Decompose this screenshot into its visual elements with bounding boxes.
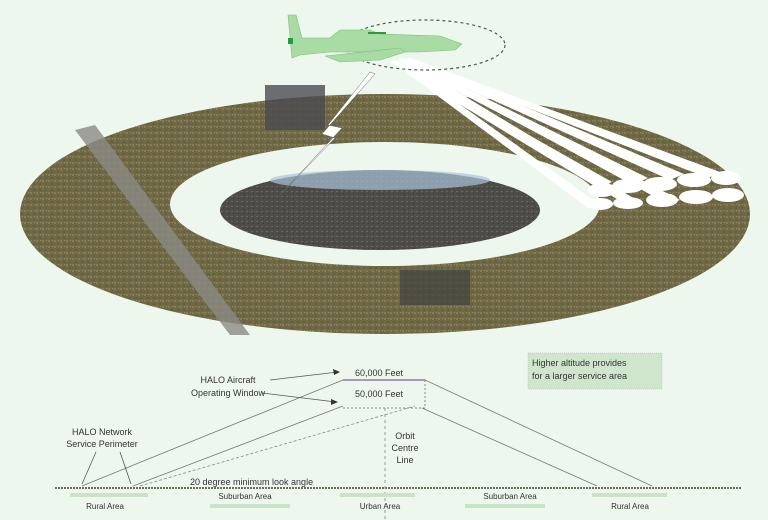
- area-label-suburban-left: Suburban Area: [218, 492, 272, 501]
- rural-area-bar: [592, 493, 667, 497]
- orbit-label: Orbit: [395, 431, 415, 441]
- altitude-profile: [55, 352, 742, 520]
- service-area-disc: [20, 85, 750, 335]
- note-text-2: for a larger service area: [532, 371, 627, 381]
- orbit-label-2: Centre: [391, 443, 418, 453]
- spot-beams: [390, 58, 744, 210]
- suburban-area-bar: [210, 504, 290, 508]
- perimeter-label: HALO Network: [72, 427, 133, 437]
- text-labels: 60,000 Feet 50,000 Feet HALO Aircraft Op…: [66, 358, 649, 511]
- urban-area-bar: [340, 493, 415, 497]
- note-box: [527, 352, 663, 390]
- area-label-rural-right: Rural Area: [611, 502, 649, 511]
- perimeter-label-2: Service Perimeter: [66, 439, 138, 449]
- urban-core: [220, 170, 540, 250]
- orbit-label-3: Line: [396, 455, 413, 465]
- area-label-suburban-right: Suburban Area: [483, 492, 537, 501]
- note-text: Higher altitude provides: [532, 358, 627, 368]
- road: [75, 125, 250, 335]
- data-link-bolt-icon: [279, 71, 376, 196]
- rural-area-bar: [70, 493, 148, 497]
- building: [265, 85, 325, 130]
- building: [400, 270, 470, 305]
- alt-50000-label: 50,000 Feet: [355, 389, 404, 399]
- halo-aircraft-icon: [287, 14, 463, 63]
- operating-window-label-2: Operating Window: [191, 388, 266, 398]
- area-label-rural-left: Rural Area: [86, 502, 124, 511]
- operating-window-label: HALO Aircraft: [200, 375, 256, 385]
- alt-60000-label: 60,000 Feet: [355, 368, 404, 378]
- area-label-urban: Urban Area: [360, 502, 401, 511]
- suburban-area-bar: [465, 504, 545, 508]
- look-angle-label: 20 degree minimum look angle: [190, 477, 313, 487]
